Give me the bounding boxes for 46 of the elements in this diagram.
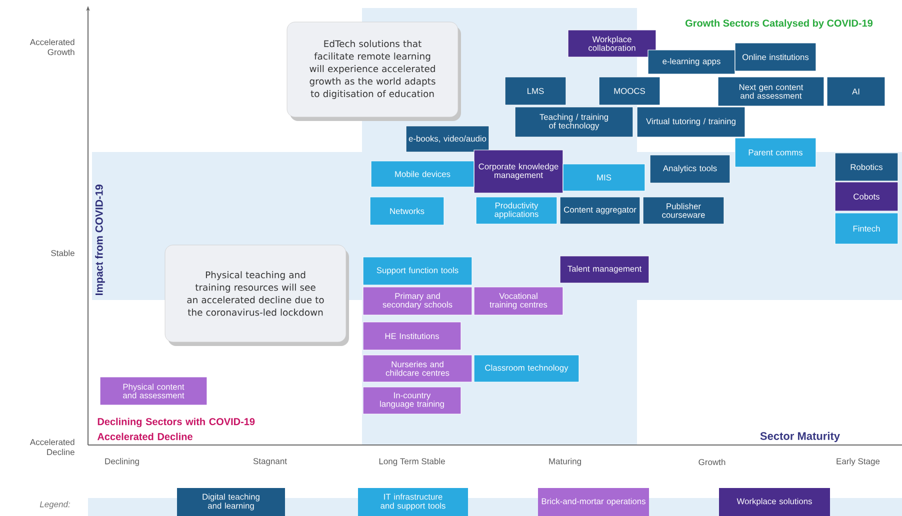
callout-box: Physical teaching and training resources will see an accelerated decline due to the coronavirus-led lockdown [164, 244, 349, 346]
axis-tick-label: Stagnant [253, 458, 287, 466]
section-heading: Growth Sectors Catalysed by COVID-19 [686, 19, 873, 29]
sector-box: Primary and secondary schools [362, 286, 472, 316]
sector-box: Nurseries and childcare centres [362, 354, 472, 382]
sector-box: Online institutions [734, 42, 816, 72]
legend-title: Legend: [40, 501, 70, 509]
sector-box: Fintech [834, 212, 898, 244]
sector-box: Talent management [560, 256, 650, 284]
sector-box: Virtual tutoring / training [636, 106, 746, 138]
sector-box: AI [826, 76, 886, 106]
axis-tick-label: Declining [105, 458, 139, 466]
axis-tick-label: Maturing [549, 458, 581, 466]
sector-box: Publisher courseware [642, 196, 724, 224]
sector-box: e-learning apps [648, 50, 736, 74]
sector-box: Productivity applications [476, 196, 558, 224]
sector-box: Parent comms [734, 138, 816, 168]
sector-box: Classroom technology [474, 354, 580, 382]
axis-tick-label: Growth [698, 458, 726, 466]
sector-box: MOOCS [598, 76, 660, 106]
callout-box: EdTech solutions that facilitate remote learning will experience accelerated growth as the world adapts to digitisation of education [286, 22, 461, 121]
sector-box: e-books, video/audio [406, 126, 490, 152]
axis-tick-label: Long Term Stable [379, 458, 445, 466]
axis-title: Sector Maturity [760, 432, 840, 442]
sector-box: Physical content and assessment [100, 376, 208, 406]
sector-box: Corporate knowledge management [474, 150, 564, 194]
sector-box: Mobile devices [370, 160, 474, 188]
sector-box: Networks [370, 196, 444, 226]
sector-box: Analytics tools [650, 154, 730, 184]
sector-box: Content aggregator [560, 196, 640, 224]
axis-tick-label: Accelerated Decline [30, 438, 74, 456]
sector-box: Vocational training centres [474, 286, 564, 316]
sector-box: Robotics [834, 152, 898, 182]
axis-tick-label: Early Stage [836, 458, 880, 466]
axis-tick-label: Stable [51, 250, 74, 256]
axis-tick-label: Accelerated Growth [30, 38, 74, 56]
sector-box: In-country language training [362, 386, 462, 414]
sector-box: Workplace collaboration [568, 30, 656, 58]
section-heading: Declining Sectors with COVID-19 Accelerated Decline [97, 418, 255, 440]
sector-box: LMS [504, 76, 566, 106]
axis-title: Impact from COVID-19 [95, 184, 105, 295]
sector-box: MIS [562, 164, 646, 192]
sector-box: Support function tools [362, 256, 472, 286]
sector-box: Cobots [834, 182, 898, 212]
sector-box: Next gen content and assessment [718, 76, 824, 106]
sector-box: HE Institutions [362, 322, 462, 350]
